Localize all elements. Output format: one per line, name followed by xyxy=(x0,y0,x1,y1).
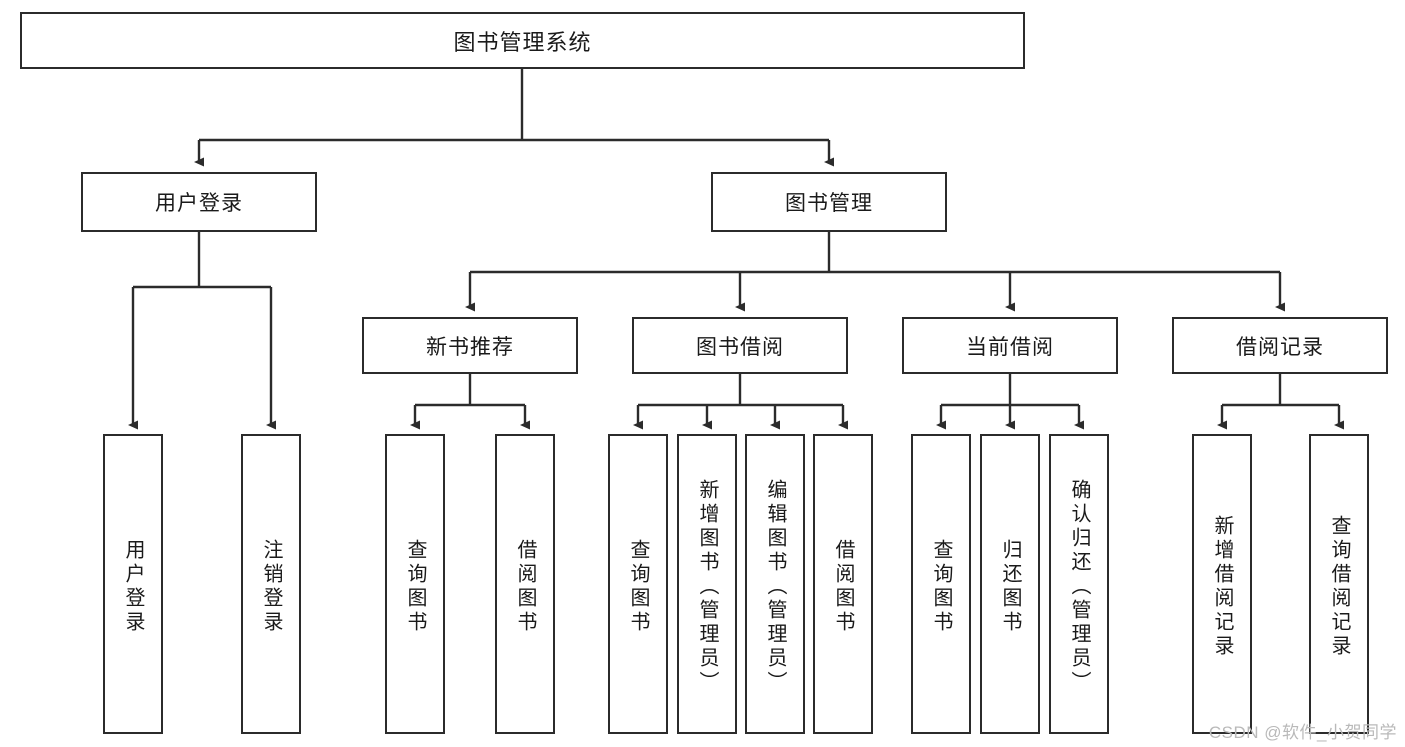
node-label: 借阅图书 xyxy=(832,539,854,635)
leaf-bookborrow-query-book[interactable]: 查询图书 xyxy=(608,434,668,734)
node-current-borrow[interactable]: 当前借阅 xyxy=(902,317,1118,374)
node-label: 图书借阅 xyxy=(696,335,784,359)
node-label: 查询图书 xyxy=(627,539,649,635)
leaf-bookborrow-edit-book-admin[interactable]: 编辑图书（管理员） xyxy=(745,434,805,734)
node-book-borrow[interactable]: 图书借阅 xyxy=(632,317,848,374)
leaf-user-login-signin[interactable]: 用户登录 xyxy=(103,434,163,734)
leaf-borrowrecord-add-record[interactable]: 新增借阅记录 xyxy=(1192,434,1252,734)
node-label: 图书管理系统 xyxy=(453,29,592,55)
node-label: 归还图书 xyxy=(999,539,1021,635)
leaf-bookborrow-borrow-book[interactable]: 借阅图书 xyxy=(813,434,873,734)
leaf-newbook-query-book[interactable]: 查询图书 xyxy=(385,434,445,734)
leaf-currentborrow-query-book[interactable]: 查询图书 xyxy=(911,434,971,734)
node-label: 图书管理 xyxy=(785,192,873,215)
leaf-currentborrow-return-book[interactable]: 归还图书 xyxy=(980,434,1040,734)
node-label: 当前借阅 xyxy=(966,335,1054,359)
node-label: 注销登录 xyxy=(260,539,282,635)
node-label: 编辑图书（管理员） xyxy=(764,479,786,695)
node-label: 借阅图书 xyxy=(514,539,536,635)
leaf-user-login-signout[interactable]: 注销登录 xyxy=(241,434,301,734)
node-label: 查询图书 xyxy=(930,539,952,635)
node-label: 确认归还（管理员） xyxy=(1068,479,1090,695)
node-label: 用户登录 xyxy=(122,539,144,635)
leaf-currentborrow-confirm-return-admin[interactable]: 确认归还（管理员） xyxy=(1049,434,1109,734)
node-root-system[interactable]: 图书管理系统 xyxy=(20,12,1025,69)
node-label: 借阅记录 xyxy=(1236,335,1324,359)
leaf-newbook-borrow-book[interactable]: 借阅图书 xyxy=(495,434,555,734)
node-new-book-recommend[interactable]: 新书推荐 xyxy=(362,317,578,374)
node-label: 查询图书 xyxy=(404,539,426,635)
node-label: 用户登录 xyxy=(155,192,243,215)
node-borrow-record[interactable]: 借阅记录 xyxy=(1172,317,1388,374)
node-label: 新增借阅记录 xyxy=(1211,515,1233,659)
leaf-borrowrecord-query-record[interactable]: 查询借阅记录 xyxy=(1309,434,1369,734)
node-label: 新书推荐 xyxy=(426,335,514,359)
node-label: 查询借阅记录 xyxy=(1328,515,1350,659)
leaf-bookborrow-add-book-admin[interactable]: 新增图书（管理员） xyxy=(677,434,737,734)
watermark-text: CSDN @软件_小贺同学 xyxy=(1208,723,1397,742)
node-book-management[interactable]: 图书管理 xyxy=(711,172,947,232)
node-user-login[interactable]: 用户登录 xyxy=(81,172,317,232)
node-label: 新增图书（管理员） xyxy=(696,479,718,695)
